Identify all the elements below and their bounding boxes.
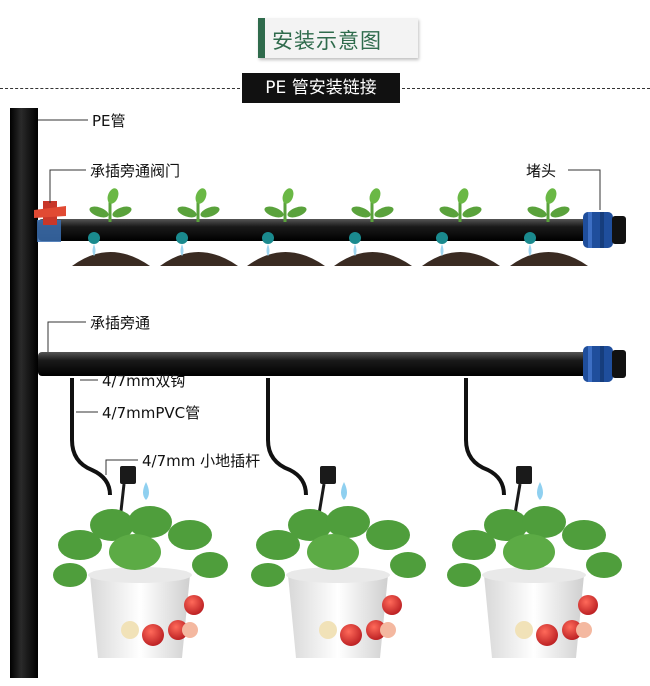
divider-right	[402, 88, 650, 89]
label-bypass-valve: 承插旁通阀门	[90, 162, 181, 180]
page-title: 安装示意图	[272, 29, 382, 53]
seedling-3	[247, 188, 325, 266]
vertical-pe-pipe	[10, 108, 38, 678]
strawberry-pot-3	[447, 506, 622, 658]
divider-left	[0, 88, 240, 89]
label-pvc-pipe: 4/7mmPVC管	[102, 404, 201, 422]
bypass-valve-icon	[34, 201, 66, 242]
seedling-1	[72, 188, 150, 266]
end-plug-icon-lower	[583, 346, 626, 382]
pvc-tube-1	[70, 378, 112, 496]
upper-drip-line	[34, 188, 626, 266]
pvc-tube-2	[266, 378, 308, 496]
strawberry-pot-2	[251, 506, 426, 658]
end-plug-icon	[583, 212, 626, 248]
label-pe-pipe: PE管	[92, 112, 126, 130]
title-box: 安装示意图	[258, 18, 418, 58]
seedling-6	[510, 188, 588, 266]
label-end-plug: 堵头	[526, 162, 557, 180]
lower-pipe	[38, 352, 598, 376]
seedling-4	[334, 188, 412, 266]
leader-lines	[38, 119, 601, 475]
label-ground-stake: 4/7mm 小地插杆	[142, 452, 261, 470]
label-bypass: 承插旁通	[90, 314, 151, 332]
strawberry-pot-1	[53, 506, 228, 658]
pvc-tube-3	[464, 378, 506, 496]
seedling-5	[422, 188, 500, 266]
lower-drip-line	[38, 346, 626, 658]
label-double-hook: 4/7mm双钩	[102, 372, 186, 390]
upper-pipe	[38, 219, 598, 241]
section-subtitle: PE 管安装链接	[242, 73, 400, 103]
title-accent-bar	[258, 18, 265, 58]
seedling-2	[160, 188, 238, 266]
